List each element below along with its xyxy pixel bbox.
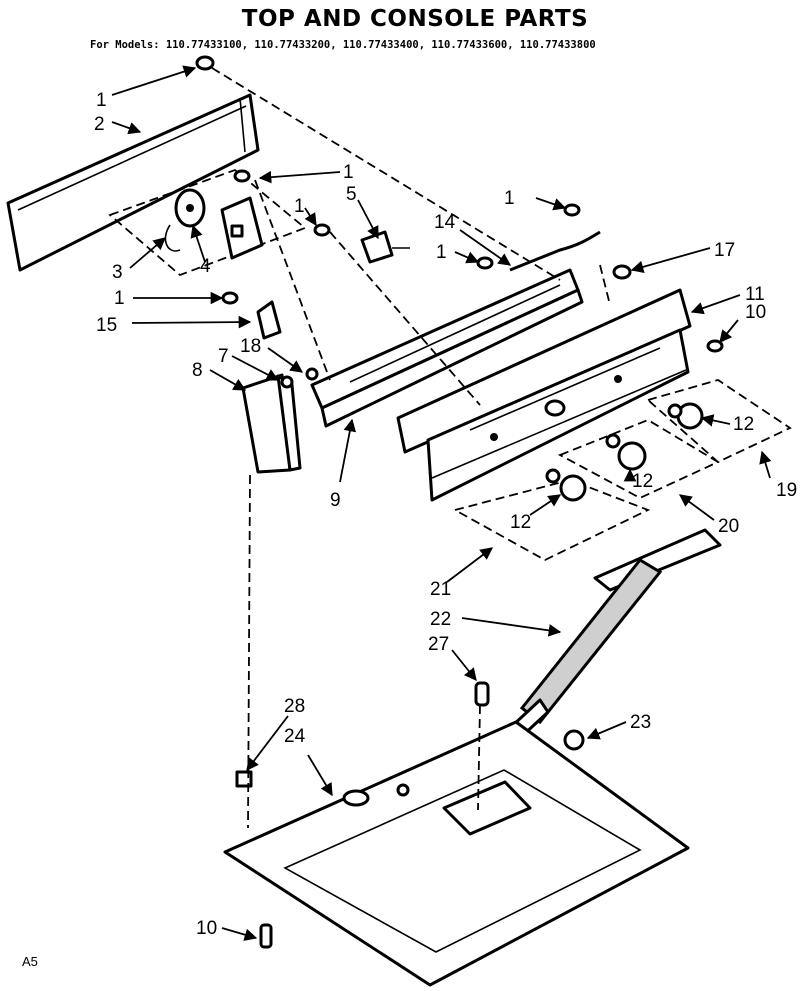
guide-line-6 — [599, 264, 611, 306]
lint-screen — [508, 528, 722, 740]
callout-22: 22 — [430, 609, 451, 630]
callout-1: 1 — [294, 196, 305, 217]
screw-mid-right — [476, 256, 494, 270]
push-to-start-switch — [360, 230, 410, 264]
guide-line-5 — [477, 704, 481, 811]
timer-motor — [164, 188, 206, 252]
callout-8: 8 — [192, 360, 203, 381]
callout-7: 7 — [218, 346, 229, 367]
lint-filter-knob — [563, 729, 585, 751]
callout-10: 10 — [745, 302, 766, 323]
knob-right — [667, 402, 704, 430]
callout-1: 1 — [114, 288, 125, 309]
diagram-title: TOP AND CONSOLE PARTS — [242, 6, 588, 32]
screw-top-left — [195, 55, 215, 71]
footer-code: A5 — [22, 954, 38, 969]
timer-group-outline — [108, 168, 307, 277]
callout-17: 17 — [714, 240, 735, 261]
knob-left — [545, 468, 587, 502]
console-end-cap — [241, 373, 302, 474]
callout-10: 10 — [196, 918, 217, 939]
callout-arrows — [111, 65, 772, 941]
wire-harness — [509, 230, 601, 272]
dryer-top — [223, 720, 690, 987]
callout-1: 1 — [436, 242, 447, 263]
knob-group-outline-20 — [557, 418, 720, 500]
callout-12: 12 — [632, 471, 653, 492]
knob-center — [605, 433, 647, 471]
seal-screw — [474, 681, 490, 707]
callout-18: 18 — [240, 336, 261, 357]
callout-9: 9 — [330, 490, 341, 511]
knob-group-outline-19 — [646, 379, 792, 464]
callout-23: 23 — [630, 712, 651, 733]
callout-12: 12 — [510, 512, 531, 533]
callout-1: 1 — [504, 188, 515, 209]
callout-3: 3 — [112, 262, 123, 283]
callout-27: 27 — [428, 634, 449, 655]
grommet — [612, 264, 632, 280]
rear-console-panel — [6, 93, 260, 272]
knob-group-outline-21 — [452, 479, 651, 562]
end-cap-fasteners — [280, 367, 319, 389]
screw-panel — [706, 339, 724, 353]
screw-right — [563, 203, 581, 217]
callout-labels: 1 2 1 1 5 3 4 1 14 1 17 1 15 11 10 18 7 … — [94, 90, 797, 939]
callout-1: 1 — [96, 90, 107, 111]
callout-19: 19 — [776, 480, 797, 501]
console-frame — [310, 268, 584, 428]
guide-line-3 — [329, 231, 481, 406]
lamp-socket-bracket — [256, 300, 282, 340]
callout-28: 28 — [284, 696, 305, 717]
screw-left-lower — [221, 291, 239, 305]
callout-14: 14 — [434, 212, 456, 233]
guide-line-2 — [254, 179, 331, 381]
callout-4: 4 — [200, 256, 211, 277]
callout-5: 5 — [346, 184, 357, 205]
callout-24: 24 — [284, 726, 306, 747]
screw-switch — [313, 223, 331, 237]
model-numbers: For Models: 110.77433100, 110.77433200, … — [90, 39, 596, 51]
timer-switch — [220, 196, 264, 260]
screw-mid — [233, 169, 251, 183]
screw-top-lower — [259, 923, 273, 949]
callout-11: 11 — [745, 284, 765, 305]
callout-21: 21 — [430, 579, 451, 600]
callout-2: 2 — [94, 114, 105, 135]
callout-15: 15 — [96, 315, 117, 336]
guide-line-1 — [211, 67, 561, 281]
control-panel — [396, 288, 692, 502]
callout-20: 20 — [718, 516, 739, 537]
callout-12: 12 — [733, 414, 754, 435]
callout-1: 1 — [343, 162, 354, 183]
